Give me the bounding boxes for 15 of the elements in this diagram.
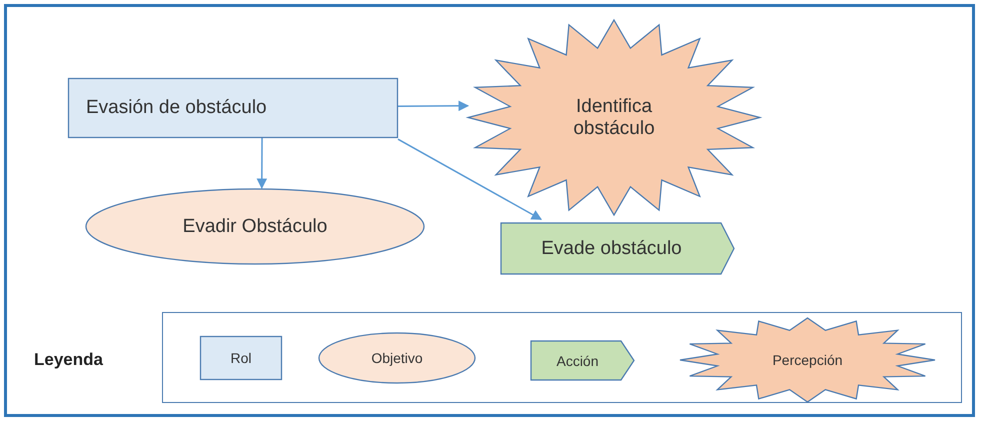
node-label: Evasión de obstáculo (86, 97, 267, 119)
arrow (398, 100, 470, 112)
arrow (398, 138, 542, 220)
perception-star (468, 20, 760, 215)
node-label: Identifica obstáculo (572, 96, 656, 140)
legend-title: Leyenda (34, 350, 103, 370)
node-label: Evadir Obstáculo (182, 216, 328, 238)
legend-label: Objetivo (371, 350, 423, 366)
legend-label: Percepción (772, 352, 843, 368)
node-label: Evade obstáculo (541, 238, 682, 260)
role-box (68, 78, 398, 138)
legend-label: Acción (556, 352, 599, 368)
arrow (256, 138, 268, 190)
legend-label: Rol (230, 350, 252, 366)
goal-ellipse (85, 188, 425, 265)
